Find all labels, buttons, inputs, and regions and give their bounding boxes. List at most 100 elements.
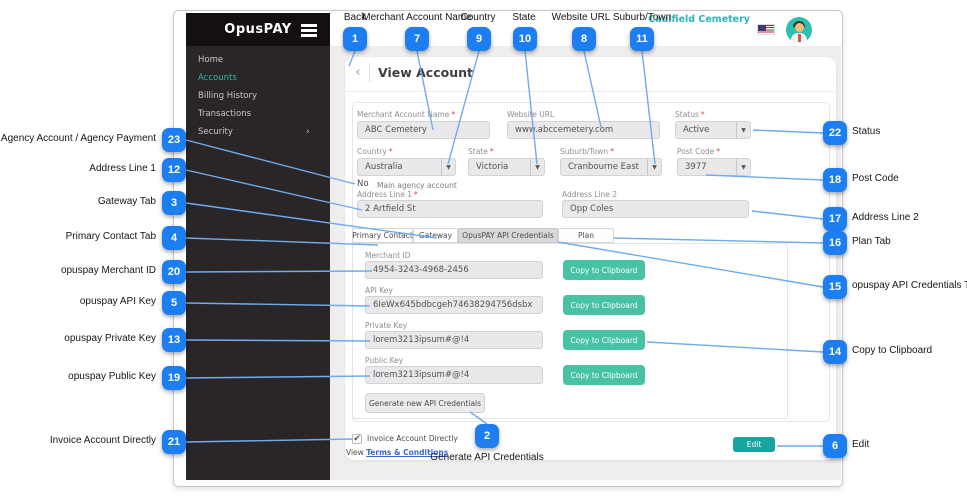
tab-opuspay-api-credentials[interactable]: OpusPAY API Credentials [458,228,558,243]
page-title: View Account [378,65,473,80]
private-key-label: Private Key [365,321,408,330]
copy-api-key-button[interactable]: Copy to Clipboard [563,295,645,315]
callout-opuspay-api-credentials-tab: opuspay API Credentials Tab [852,280,967,291]
badge-17: 17 [823,207,847,231]
main-agency-note: Main agency account [377,181,457,190]
country-dropdown[interactable]: Australia ▼ [357,158,456,176]
header-divider [369,63,370,82]
merchant-account-name-field[interactable]: ABC Cemetery [357,121,490,139]
badge-18: 18 [823,168,847,192]
opuspay-logo: OpusPAY [224,22,292,37]
status-dropdown[interactable]: Active ▼ [675,121,751,139]
tab-gateway[interactable]: Gateway [413,228,458,243]
callout-suburb-town: Suburb/Town [612,12,672,23]
hamburger-menu-icon[interactable] [301,24,317,27]
badge-21: 21 [162,430,186,454]
api-key-field[interactable]: 6IeWx645bdbcgeh74638294756dsbx [365,296,543,314]
required-asterisk: * [700,110,705,119]
callout-opuspay-public-key: opuspay Public Key [68,371,156,382]
required-asterisk: * [414,190,418,199]
sidebar-item-home[interactable]: Home [198,55,224,65]
address1-field[interactable]: 2 Artfield St [357,200,543,218]
chevron-right-icon[interactable]: › [306,127,310,137]
callout-plan-tab: Plan Tab [852,236,891,247]
state-label: State* [468,147,494,156]
terms-conditions-link[interactable]: Terms & Conditions [366,448,449,457]
badge-15: 15 [823,275,847,299]
callout-opuspay-api-key: opuspay API Key [79,296,156,307]
callout-state: State [512,12,536,23]
sidebar-item-billing-history[interactable]: Billing History [198,91,258,101]
badge-5: 5 [162,291,186,315]
dropdown-arrow-icon[interactable]: ▼ [736,122,750,138]
us-flag-icon[interactable] [757,24,775,35]
sidebar-item-accounts[interactable]: Accounts [198,73,237,83]
required-asterisk: * [451,110,456,119]
callout-post-code: Post Code [852,173,899,184]
copy-merchant-id-button[interactable]: Copy to Clipboard [563,260,645,280]
copy-public-key-button[interactable]: Copy to Clipboard [563,365,645,385]
label-text: State [468,147,488,156]
badge-22: 22 [823,121,847,145]
dropdown-arrow-icon[interactable]: ▼ [530,159,544,175]
required-asterisk: * [489,147,494,156]
dropdown-arrow-icon[interactable]: ▼ [441,159,455,175]
badge-20: 20 [162,260,186,284]
terms-line: View Terms & Conditions [346,448,448,457]
merchant-id-field[interactable]: 4954-3243-4968-2456 [365,261,543,279]
address2-field[interactable]: Opp Coles [562,200,749,218]
invoice-account-checkbox[interactable]: ✔ [352,434,362,444]
field-value: Australia [365,162,403,172]
label-text: Status [675,110,699,119]
callout-primary-contact-tab: Primary Contact Tab [65,231,156,242]
back-chevron-icon[interactable]: ‹ [355,64,361,80]
badge-23: 23 [162,128,186,152]
public-key-label: Public Key [365,356,404,365]
sidebar-item-security[interactable]: Security [198,127,233,137]
label-text: Suburb/Town [560,147,609,156]
badge-6: 6 [823,434,847,458]
account-name[interactable]: Caulfield Cemetery [648,14,750,25]
badge-16: 16 [823,231,847,255]
website-url-field[interactable]: www.abccemetery.com [507,121,660,139]
callout-edit: Edit [852,439,870,450]
label-text: Address Line 1 [357,190,413,199]
sidebar-logo-bar: OpusPAY [186,13,330,46]
callout-main-agency: Main Agency Account / Agency Payment [0,133,156,144]
dropdown-arrow-icon[interactable]: ▼ [736,159,750,175]
callout-back: Back [343,12,367,23]
callout-invoice-account-directly: Invoice Account Directly [49,435,156,446]
callout-copy-to-clipboard: Copy to Clipboard [852,345,933,356]
dropdown-arrow-icon[interactable]: ▼ [647,159,661,175]
field-value: ABC Cemetery [365,125,427,135]
callout-gateway-tab: Gateway Tab [97,196,156,207]
address2-label: Address Line 2 [562,190,618,199]
suburb-label: Suburb/Town* [560,147,614,156]
field-value: Victoria [476,162,509,172]
country-label: Country* [357,147,393,156]
private-key-field[interactable]: lorem3213ipsum#@!4 [365,331,543,349]
label-text: Country [357,147,387,156]
state-dropdown[interactable]: Victoria ▼ [468,158,545,176]
sidebar-item-transactions[interactable]: Transactions [198,109,252,119]
field-value: 2 Artfield St [365,204,416,214]
badge-3: 3 [162,191,186,215]
status-label: Status* [675,110,705,119]
avatar-face [794,23,804,32]
avatar[interactable] [786,17,812,43]
required-asterisk: * [388,147,393,156]
copy-private-key-button[interactable]: Copy to Clipboard [563,330,645,350]
tab-primary-contact[interactable]: Primary Contact [352,228,413,243]
suburb-dropdown[interactable]: Cranbourne East ▼ [560,158,662,176]
tab-plan[interactable]: Plan [558,228,614,243]
callout-merchant-account-name: Merchant Account Name [362,12,472,23]
postcode-dropdown[interactable]: 3977 ▼ [677,158,751,176]
edit-button[interactable]: Edit [733,437,775,452]
field-value: 6IeWx645bdbcgeh74638294756dsbx [373,300,533,310]
callout-status: Status [852,126,881,137]
public-key-field[interactable]: lorem3213ipsum#@!4 [365,366,543,384]
field-value: 4954-3243-4968-2456 [373,265,469,275]
callout-opuspay-merchant-id: opuspay Merchant ID [60,265,156,276]
generate-api-credentials-button[interactable]: Generate new API Credentials [365,393,485,413]
